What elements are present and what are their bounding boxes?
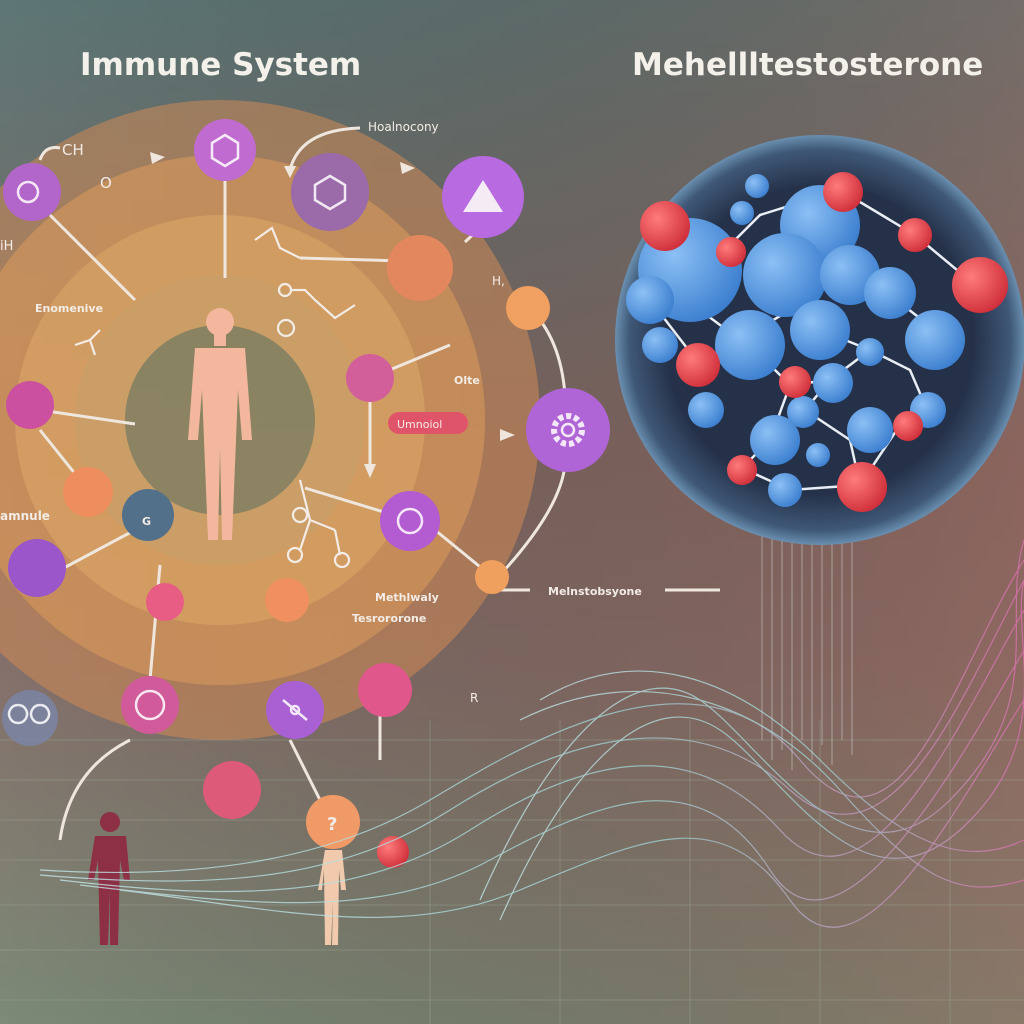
- node-pink-2: [146, 583, 184, 621]
- node-drop: [506, 286, 550, 330]
- floor-grid: [0, 720, 1024, 1024]
- node-receptor: [380, 491, 440, 551]
- label-methylly: Methlwaly: [375, 591, 439, 604]
- node-virus: [8, 539, 66, 597]
- node-brain: [121, 676, 179, 734]
- node-cell: [346, 354, 394, 402]
- pill-label-bg: [388, 412, 468, 434]
- testosterone-molecule-sphere: [615, 135, 1024, 545]
- node-orange-2: [265, 578, 309, 622]
- label-metestosterone: Melnstobsyone: [548, 585, 642, 598]
- title-testosterone: Mehellltestosterone: [632, 47, 983, 83]
- chemical-structures: [74, 226, 356, 569]
- node-question: [306, 795, 360, 849]
- label-r: R: [470, 691, 478, 705]
- node-ring-molecule: [291, 153, 369, 231]
- node-bottom: [203, 761, 261, 819]
- human-figure-dark: [88, 812, 130, 945]
- node-gear: [526, 388, 610, 472]
- label-enomenive: Enomenive: [35, 302, 103, 315]
- title-immune-system: Immune System: [80, 47, 361, 83]
- label-h-left: iH: [0, 239, 13, 254]
- node-hexagon: [194, 119, 256, 181]
- warning-icon: [463, 180, 503, 212]
- arrowheads: [150, 152, 515, 478]
- node-cluster: [358, 663, 412, 717]
- node-pink: [6, 381, 54, 429]
- drip-lines: [761, 520, 853, 770]
- label-h1: H,: [492, 274, 505, 288]
- label-hormone-top: Hoalnocony: [368, 120, 439, 134]
- node-small: [475, 560, 509, 594]
- node-hormone: [387, 235, 453, 301]
- node-g: [122, 489, 174, 541]
- label-immunule: amnule: [0, 509, 50, 523]
- pill-label: Umnoiol: [397, 418, 442, 431]
- label-testosterone: Tesrororone: [352, 612, 426, 625]
- node-orange: [63, 467, 113, 517]
- diagram-nodes: [2, 119, 610, 849]
- label-ch: CH: [62, 141, 84, 159]
- label-o: O: [100, 174, 112, 192]
- label-g: G: [142, 515, 151, 528]
- human-figure-center: [188, 308, 252, 540]
- node-glyphs: [7, 133, 585, 725]
- node-molecule-1: [3, 163, 61, 221]
- human-figure-light: [318, 850, 346, 945]
- question-mark-icon: ?: [327, 814, 337, 835]
- label-olte: Olte: [454, 374, 480, 387]
